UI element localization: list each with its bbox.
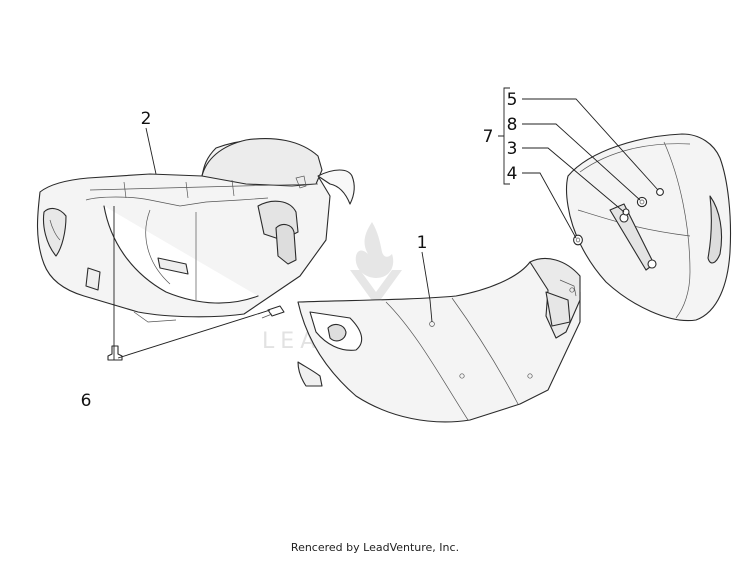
part-1-front-handlebar-cover [297,258,581,423]
footer-credit: Rencered by LeadVenture, Inc. [290,541,460,554]
watermark-flame-icon [355,222,394,278]
leader-1 [421,251,431,301]
leader-8 [522,123,641,201]
watermark-v-icon [350,270,402,306]
leader-6-b [117,309,271,359]
leader-4 [522,172,577,239]
part-5-nut [656,188,664,196]
windshield-part [565,133,732,322]
leader-1b [429,299,433,323]
leader-5 [522,98,659,191]
callout-6: 6 [81,391,92,411]
part-2-rear-handlebar-cover [37,138,355,323]
part-6-screws [107,305,285,361]
leader-2 [145,127,157,175]
bracket-7 [498,87,510,185]
callout-4: 4 [507,164,518,184]
part-3-fastener [622,208,630,216]
callout-5: 5 [507,90,518,110]
callout-1: 1 [417,233,428,253]
callout-2: 2 [141,109,152,129]
callout-3: 3 [507,139,518,159]
leader-3 [522,147,625,213]
callouts: 2 1 6 7 5 8 3 4 [81,90,518,411]
callout-7: 7 [483,127,494,147]
callout-8: 8 [507,115,518,135]
leader-lines [113,87,659,360]
